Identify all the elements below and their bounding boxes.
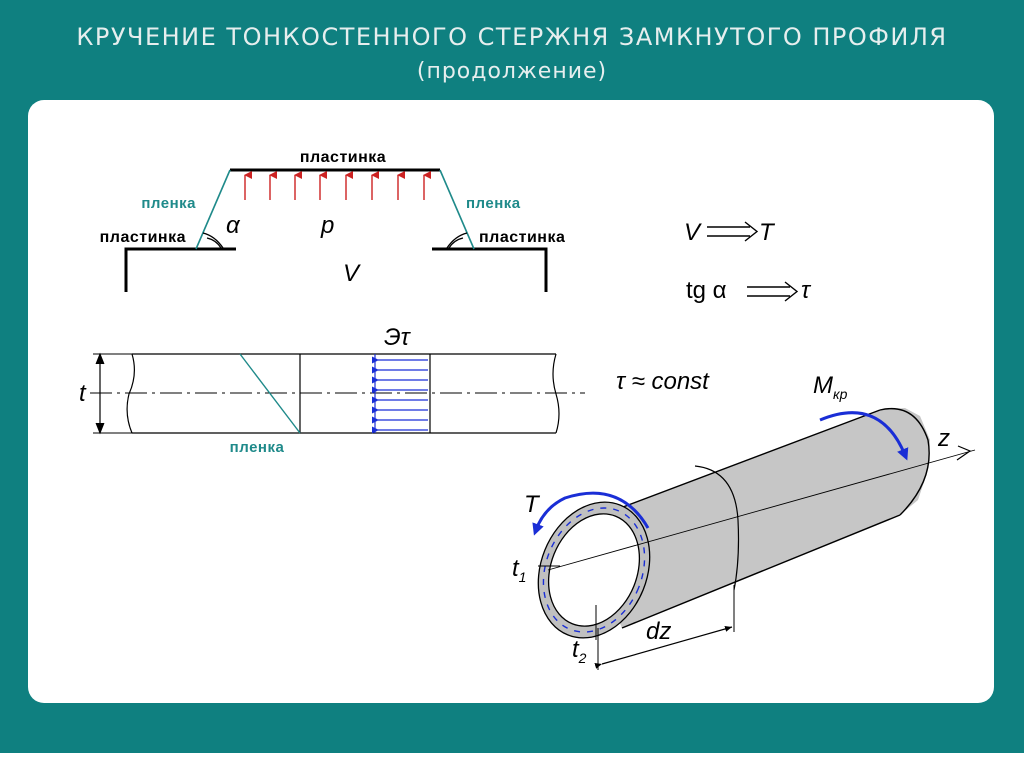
pressure-arrows [244,171,431,200]
right-plate-shape [432,247,548,292]
bottom-strip [0,753,1024,767]
label-film-bottom: пленка [230,439,285,456]
angle-arc-right [446,232,468,249]
shear-arrows [372,356,428,434]
membrane-analogy-sketch: пластинка пленка пленка пластинка пласти… [100,149,565,292]
angle-arc-left [202,232,224,249]
symbol-t: t [79,380,87,407]
symbol-z: z [937,425,950,452]
label-plate-top: пластинка [300,149,386,166]
symbol-alpha: α [226,212,241,239]
left-plate-shape [124,247,236,292]
content-panel [28,100,994,703]
tube-bottom-edge [621,514,901,629]
z-axis-arrowhead [956,445,972,461]
angle-arc-right-inner [448,237,464,249]
film-diagonal-line [239,353,301,434]
tube-inner-rim [547,513,641,627]
symbol-e-tau: Эτ [384,324,412,351]
strip-left-break [126,353,135,434]
tube-far-end [879,408,930,516]
formula2-rhs: τ [801,277,812,304]
wall-strip-section: пленка t Эτ [79,324,585,456]
dz-dimension-line [594,626,733,669]
symbol-p: p [320,212,334,239]
analogy-formulas: V T tg α τ τ ≈ const [616,219,812,395]
implies-arrow-icon [707,221,759,242]
thickness-dimension: t [79,352,132,435]
torque-arrow [819,411,909,461]
symbol-t1: t1 [512,555,526,585]
symbol-v: V [343,260,361,287]
film-left-line [195,169,231,250]
tau-const-label: τ ≈ const [616,368,710,395]
strip-right-break [552,353,560,434]
film-right-line [439,169,475,250]
slide-subtitle: (продолжение) [416,59,608,84]
shear-flow-ring [542,507,646,633]
symbol-t2: t2 [572,636,587,666]
closed-tube-drawing: z Mкр T t1 t2 dz [512,372,976,670]
label-film-left: пленка [141,195,196,212]
label-plate-left: пластинка [100,229,186,246]
angle-arc-left-inner [206,237,222,249]
symbol-m-kp: Mкр [813,372,848,402]
thickness-arrow-bottom [95,422,105,435]
formula1-lhs: V [684,219,702,246]
symbol-dz: dz [646,618,671,645]
tube-element-line [694,465,740,591]
label-plate-right: пластинка [479,229,565,246]
implies-arrow-icon [747,281,799,302]
symbol-T: T [524,491,541,518]
formula2-lhs: tg α [686,277,727,304]
tube-axis [547,449,976,571]
label-film-right: пленка [466,195,521,212]
tube-body [578,408,930,628]
formula1-rhs: T [759,219,776,246]
slide-title: КРУЧЕНИЕ ТОНКОСТЕННОГО СТЕРЖНЯ ЗАМКНУТОГ… [76,23,948,51]
thickness-arrow-top [95,352,105,365]
shear-flow-T-arrow [532,491,650,536]
